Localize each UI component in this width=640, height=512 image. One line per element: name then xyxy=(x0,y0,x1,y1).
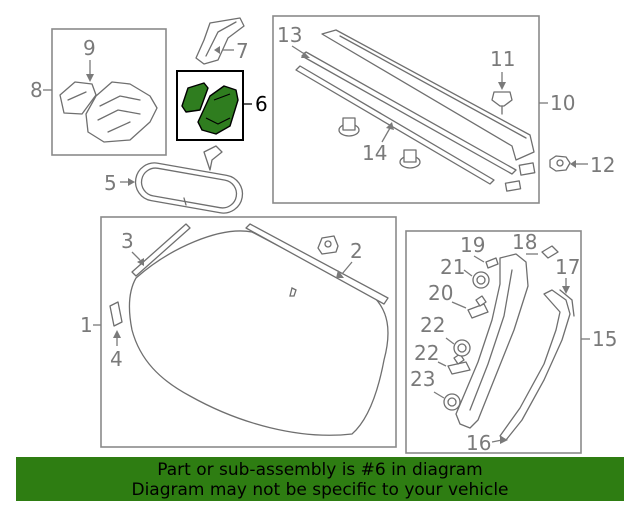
windshield-group-box xyxy=(100,216,397,448)
callout-5: 5 xyxy=(104,171,117,195)
weatherstrip-part-16[interactable] xyxy=(499,289,571,441)
callout-7: 7 xyxy=(236,39,249,63)
grommet-part-22a[interactable] xyxy=(472,271,490,289)
info-banner: Part or sub-assembly is #6 in diagram Di… xyxy=(16,457,624,501)
molding-part-14[interactable] xyxy=(295,51,517,185)
clip-part-19[interactable] xyxy=(485,257,499,269)
callout-3: 3 xyxy=(121,229,134,253)
bracket-part[interactable] xyxy=(59,81,158,143)
callout-8: 8 xyxy=(30,78,43,102)
callout-2: 2 xyxy=(350,239,363,263)
callout-13: 13 xyxy=(277,23,302,47)
grommet-part-23[interactable] xyxy=(443,393,461,411)
molding-part-2[interactable] xyxy=(245,223,389,305)
leader-21 xyxy=(437,361,447,367)
clip-part-21[interactable] xyxy=(447,353,471,375)
clip-part-18[interactable] xyxy=(541,245,559,259)
seal-part-17[interactable] xyxy=(559,289,575,317)
pad-part-4[interactable] xyxy=(109,301,123,327)
banner-line-1: Part or sub-assembly is #6 in diagram xyxy=(157,460,483,480)
banner-line-2: Diagram may not be specific to your vehi… xyxy=(131,480,509,500)
mirror-part-5[interactable] xyxy=(133,145,246,216)
callout-12: 12 xyxy=(590,153,615,177)
leader-22a xyxy=(463,269,473,277)
callout-9: 9 xyxy=(83,36,96,60)
leader-14 xyxy=(381,127,391,143)
callout-20: 20 xyxy=(428,281,453,305)
callout-22b: 22 xyxy=(420,313,445,337)
callout-6: 6 xyxy=(255,92,268,116)
sensor-part-6[interactable] xyxy=(181,82,239,135)
windshield-part-1[interactable] xyxy=(128,230,389,436)
callout-4: 4 xyxy=(110,347,123,371)
leader-20 xyxy=(451,301,467,309)
callout-16: 16 xyxy=(466,431,491,455)
callout-15: 15 xyxy=(592,327,617,351)
callout-10: 10 xyxy=(550,91,575,115)
push-clip-part-11[interactable] xyxy=(491,91,513,115)
leader-19 xyxy=(473,255,485,263)
callout-22a: 21 xyxy=(440,255,465,279)
pillar-group-box xyxy=(405,230,582,454)
clip-part-20[interactable] xyxy=(467,295,489,319)
callout-21: 22 xyxy=(414,341,439,365)
grommet-part-22b[interactable] xyxy=(453,339,471,357)
pillar-trim-part-15[interactable] xyxy=(455,253,529,429)
highlight-box-part-6 xyxy=(176,70,244,141)
callout-23: 23 xyxy=(410,367,435,391)
callout-1: 1 xyxy=(80,313,93,337)
callout-17: 17 xyxy=(555,255,580,279)
leader-2 xyxy=(341,261,353,275)
leader-22b xyxy=(445,337,455,345)
bracket-group-box xyxy=(51,28,167,156)
callout-19: 19 xyxy=(460,233,485,257)
leader-23 xyxy=(433,391,445,399)
callout-11: 11 xyxy=(490,47,515,71)
bracket-part-2[interactable] xyxy=(317,235,339,255)
roof-trim-part-10[interactable] xyxy=(321,29,535,161)
cover-strip-part-7[interactable] xyxy=(195,17,245,65)
callout-14: 14 xyxy=(362,141,387,165)
clips-part-13[interactable] xyxy=(338,117,536,192)
nut-part-12[interactable] xyxy=(549,155,571,172)
roof-group-box xyxy=(272,15,540,204)
molding-part-3[interactable] xyxy=(131,223,191,277)
callout-18: 18 xyxy=(512,230,537,254)
leader-3 xyxy=(131,251,141,261)
